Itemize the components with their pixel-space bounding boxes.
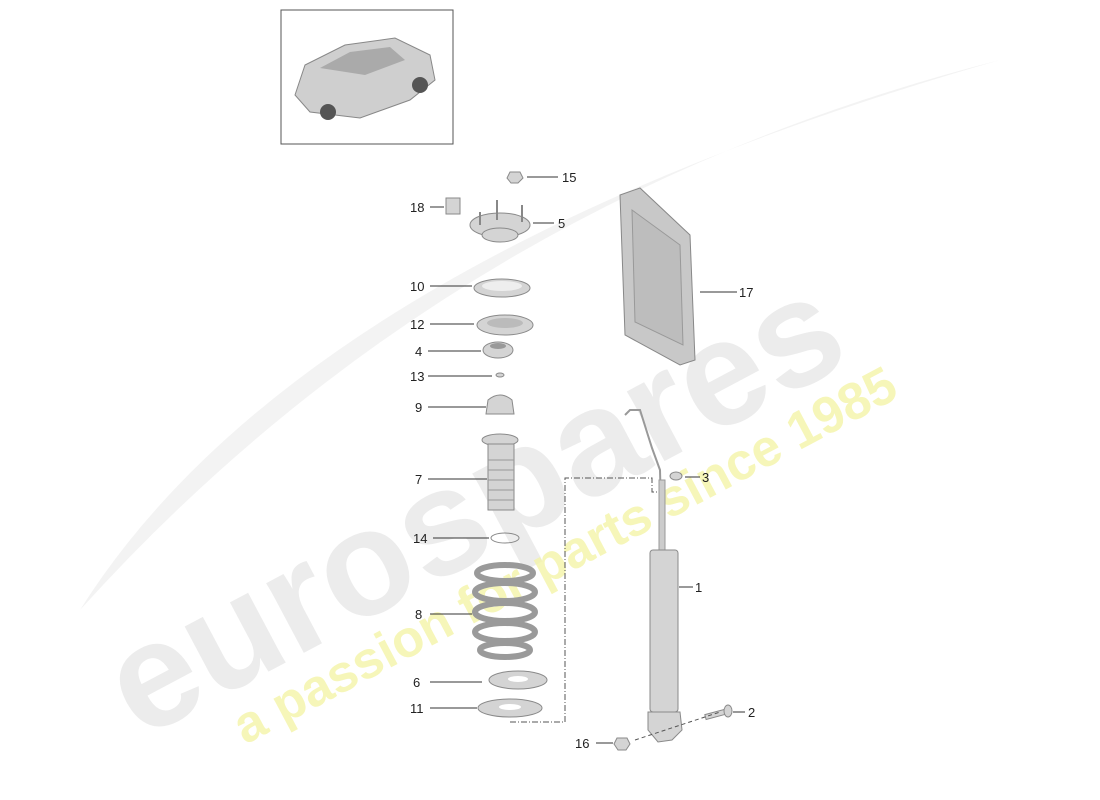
callout-16[interactable]: 16: [575, 736, 589, 751]
part-6-washer[interactable]: [488, 670, 548, 690]
callout-6[interactable]: 6: [413, 675, 420, 690]
part-12-ring[interactable]: [476, 314, 534, 336]
part-4-bushing[interactable]: [482, 341, 514, 359]
part-3-nut[interactable]: [669, 471, 683, 481]
callout-12[interactable]: 12: [410, 317, 424, 332]
part-7-boot[interactable]: [481, 433, 519, 511]
callout-13[interactable]: 13: [410, 369, 424, 384]
part-14-o-ring[interactable]: [490, 532, 520, 544]
callout-10[interactable]: 10: [410, 279, 424, 294]
callout-9[interactable]: 9: [415, 400, 422, 415]
part-2-bolt[interactable]: [704, 704, 733, 721]
callout-8[interactable]: 8: [415, 607, 422, 622]
part-9-bump-stop[interactable]: [485, 394, 515, 415]
callout-1[interactable]: 1: [695, 580, 702, 595]
assembly-dashed-line: [510, 477, 660, 723]
part-11-washer[interactable]: [477, 698, 543, 718]
part-5-top-mount[interactable]: [469, 200, 531, 243]
part-15-nut[interactable]: [506, 171, 524, 184]
part-16-nut[interactable]: [613, 737, 631, 751]
callout-11[interactable]: 11: [410, 701, 424, 716]
part-13-washer[interactable]: [495, 372, 505, 378]
callout-4[interactable]: 4: [415, 344, 422, 359]
callout-15[interactable]: 15: [562, 170, 576, 185]
callout-18[interactable]: 18: [410, 200, 424, 215]
bolt-axis-line: [634, 711, 721, 741]
leader-lines: [428, 176, 745, 744]
part-10-ring[interactable]: [473, 278, 531, 298]
vehicle-thumbnail[interactable]: [280, 9, 454, 145]
callout-3[interactable]: 3: [702, 470, 709, 485]
callout-5[interactable]: 5: [558, 216, 565, 231]
callout-2[interactable]: 2: [748, 705, 755, 720]
part-8-coil-spring[interactable]: [472, 562, 538, 660]
callout-17[interactable]: 17: [739, 285, 753, 300]
part-18-clip[interactable]: [445, 197, 461, 215]
callout-labels: 1 2 3 4 5 6 7 8 9 10 11 12 13 14 15 16 1…: [410, 170, 755, 751]
callout-14[interactable]: 14: [413, 531, 427, 546]
callout-7[interactable]: 7: [415, 472, 422, 487]
part-17-cover-panel[interactable]: [619, 187, 696, 366]
part-1-shock-absorber[interactable]: [624, 409, 683, 743]
